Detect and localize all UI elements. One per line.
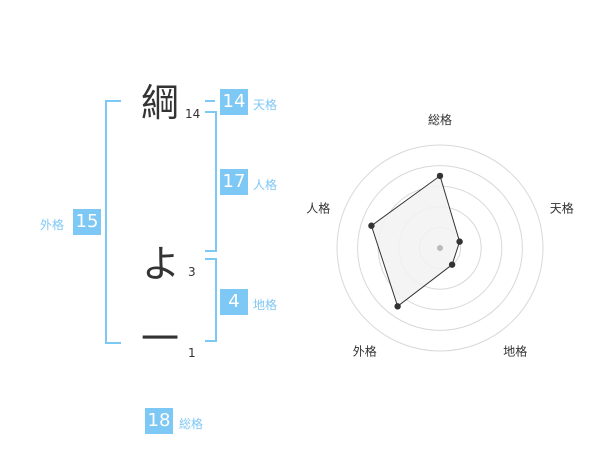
char-2: よ [142, 242, 181, 286]
ten-label: 天格 [253, 98, 278, 112]
ten-value: 14 [220, 89, 248, 115]
radar-axis-label: 天格 [550, 200, 574, 215]
radar-axis-label: 地格 [503, 344, 527, 359]
radar-axis-label: 人格 [306, 200, 330, 215]
gai-bracket [105, 100, 121, 344]
char-2-strokes: 3 [188, 265, 196, 279]
radar-ring [357, 165, 523, 331]
jin-value: 17 [220, 169, 248, 195]
sou-value: 18 [145, 408, 173, 434]
radar-polygon [370, 175, 461, 308]
char-1: 綱 [141, 81, 180, 125]
jin-bracket [205, 111, 217, 252]
jin-label: 人格 [253, 178, 278, 192]
radar-center-dot [437, 245, 443, 251]
ten-bracket [205, 100, 215, 102]
radar-point [436, 172, 444, 180]
radar-point [394, 303, 401, 310]
char-1-strokes: 14 [185, 107, 201, 121]
gai-label: 外格 [40, 218, 65, 232]
gai-value: 15 [73, 209, 101, 235]
radar-axis-label: 総格 [428, 112, 452, 127]
radar-ring [336, 144, 544, 352]
chi-value: 4 [220, 289, 248, 315]
char-3: 一 [141, 317, 180, 361]
radar-point [456, 238, 463, 245]
sou-label: 総格 [179, 417, 204, 431]
radar-axis-label: 外格 [353, 344, 377, 359]
chi-bracket [205, 258, 217, 342]
chi-label: 地格 [253, 298, 278, 312]
radar-point [368, 222, 375, 229]
radar-point [448, 261, 456, 268]
char-3-strokes: 1 [188, 346, 196, 360]
